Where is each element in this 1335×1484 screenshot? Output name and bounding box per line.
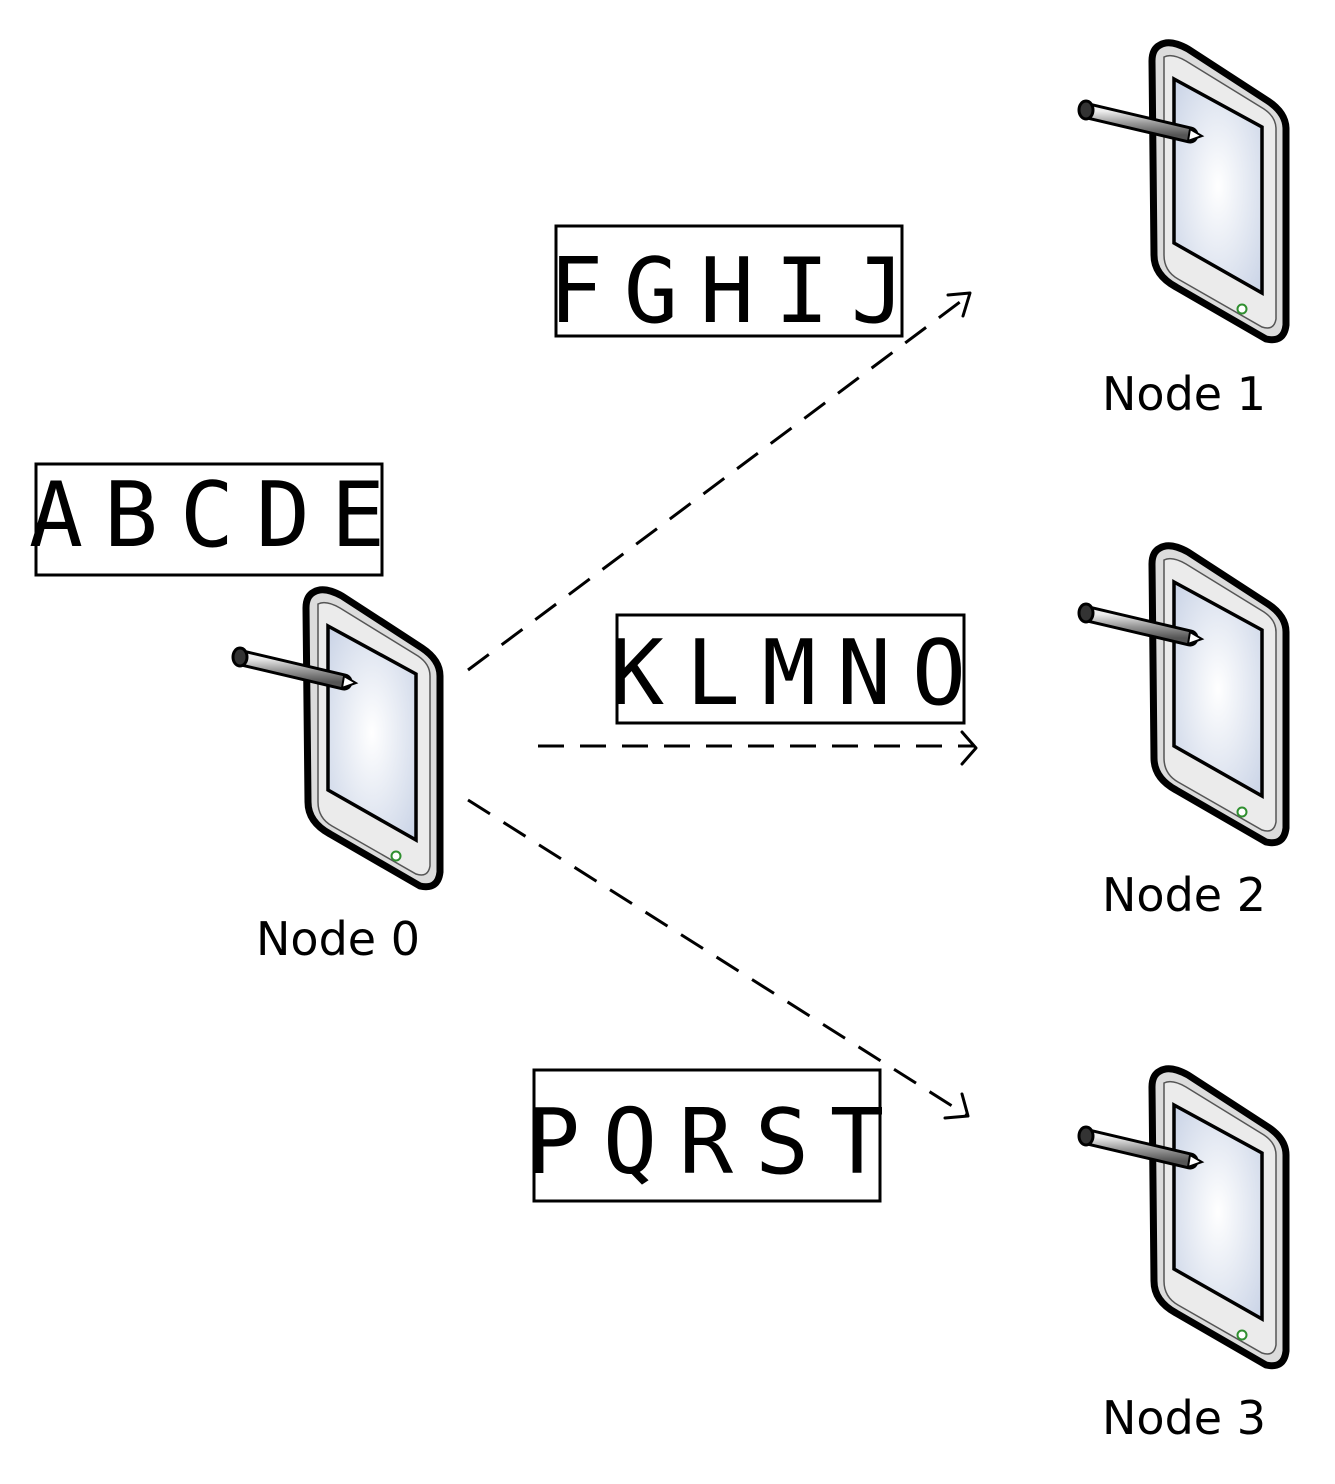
block-letter: A bbox=[29, 463, 83, 568]
node1-label: Node 1 bbox=[1102, 367, 1266, 421]
block-letter: B bbox=[104, 463, 158, 568]
block-letter: G bbox=[624, 239, 678, 344]
arrow-node0-to-node1 bbox=[467, 291, 972, 672]
block-letter: S bbox=[755, 1090, 809, 1195]
arrow-node0-to-node2 bbox=[538, 730, 978, 766]
node3-tablet-icon bbox=[1079, 1069, 1286, 1366]
data-block-node2: K L M N O bbox=[610, 613, 966, 726]
block-letter: I bbox=[775, 239, 829, 344]
data-block-node1: F G H I J bbox=[549, 224, 905, 344]
arrow-node0-to-node3 bbox=[467, 798, 970, 1120]
block-letter: N bbox=[837, 621, 891, 726]
block-letter: J bbox=[851, 239, 905, 344]
block-letter: R bbox=[679, 1090, 734, 1195]
block-letter: M bbox=[762, 621, 816, 726]
block-letter: F bbox=[549, 239, 603, 344]
node0-label: Node 0 bbox=[256, 912, 420, 966]
block-letter: L bbox=[686, 621, 740, 726]
block-letter: H bbox=[700, 239, 754, 344]
data-block-node0: A B C D E bbox=[29, 462, 385, 577]
block-letter: D bbox=[256, 463, 310, 568]
node1-tablet-icon bbox=[1079, 43, 1286, 340]
node2-label: Node 2 bbox=[1102, 868, 1266, 922]
node3-label: Node 3 bbox=[1102, 1391, 1266, 1445]
block-letter: Q bbox=[603, 1090, 657, 1195]
data-block-node3: P Q R S T bbox=[526, 1068, 884, 1203]
block-letter: P bbox=[526, 1090, 580, 1195]
block-letter: T bbox=[830, 1090, 884, 1195]
block-letter: O bbox=[912, 621, 966, 726]
node2-tablet-icon bbox=[1079, 546, 1286, 843]
node0-tablet-icon bbox=[233, 590, 440, 887]
block-letter: E bbox=[331, 463, 385, 568]
block-letter: K bbox=[610, 621, 664, 726]
block-letter: C bbox=[180, 463, 234, 568]
